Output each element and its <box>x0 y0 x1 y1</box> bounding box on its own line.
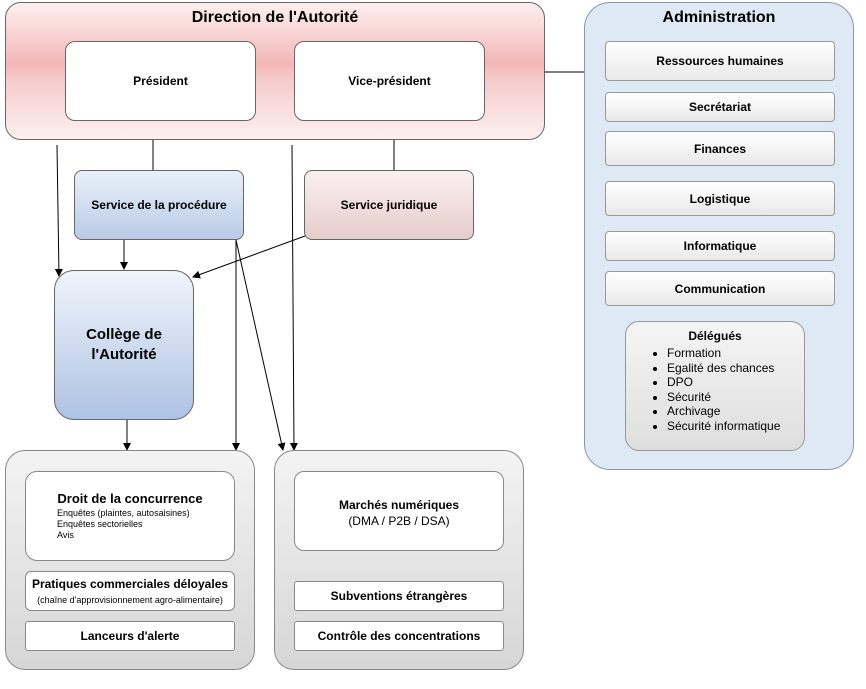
lanceurs-alerte-box: Lanceurs d'alerte <box>25 621 235 651</box>
admin-item-communication: Communication <box>605 271 835 306</box>
administration-box: Administration Ressources humaines Secré… <box>584 2 854 470</box>
president-box: Président <box>65 41 256 121</box>
delegues-list: Formation Egalité des chances DPO Sécuri… <box>626 346 780 433</box>
left-group-box: Droit de la concurrence Enquêtes (plaint… <box>5 450 255 670</box>
delegues-item: Sécurité informatique <box>667 419 780 434</box>
delegues-title: Délégués <box>688 329 742 343</box>
admin-item-ressources-humaines: Ressources humaines <box>605 41 835 81</box>
subventions-etrangeres-box: Subventions étrangères <box>294 581 504 611</box>
arrow-procedure-right-group <box>235 239 286 451</box>
delegues-item: DPO <box>667 375 780 390</box>
admin-item-finances: Finances <box>605 131 835 166</box>
arrow-direction-right-group <box>289 144 298 451</box>
droit-line: Enquêtes sectorielles <box>57 519 143 529</box>
arrow-direction-college <box>54 144 63 277</box>
pratiques-subtitle: (chaîne d'approvisionnement agro-aliment… <box>37 595 223 605</box>
college-line-2: l'Autorité <box>91 346 157 363</box>
droit-concurrence-title: Droit de la concurrence <box>57 491 203 506</box>
right-group-box: Marchés numériques (DMA / P2B / DSA) Sub… <box>274 450 524 670</box>
pratiques-title: Pratiques commerciales déloyales <box>31 577 229 591</box>
delegues-box: Délégués Formation Egalité des chances D… <box>625 321 805 451</box>
vice-president-box: Vice-président <box>294 41 485 121</box>
direction-title: Direction de l'Autorité <box>191 9 359 26</box>
droit-line: Enquêtes (plaintes, autosaisines) <box>57 508 190 518</box>
admin-item-informatique: Informatique <box>605 231 835 261</box>
delegues-item: Egalité des chances <box>667 361 780 376</box>
service-juridique-box: Service juridique <box>304 170 474 240</box>
marches-subtitle: (DMA / P2B / DSA) <box>348 514 450 528</box>
droit-line: Avis <box>57 530 74 540</box>
controle-concentrations-box: Contrôle des concentrations <box>294 621 504 651</box>
delegues-item: Formation <box>667 346 780 361</box>
marches-title: Marchés numériques <box>338 498 460 512</box>
admin-item-secretariat: Secrétariat <box>605 92 835 122</box>
administration-title: Administration <box>662 9 776 26</box>
delegues-item: Archivage <box>667 404 780 419</box>
delegues-item: Sécurité <box>667 390 780 405</box>
admin-item-logistique: Logistique <box>605 181 835 216</box>
service-procedure-box: Service de la procédure <box>74 170 244 240</box>
direction-box: Direction de l'Autorité Président Vice-p… <box>5 2 545 140</box>
droit-concurrence-details: Enquêtes (plaintes, autosaisines) Enquêt… <box>57 508 190 541</box>
pratiques-commerciales-box: Pratiques commerciales déloyales (chaîne… <box>25 571 235 611</box>
arrow-juridique-college <box>192 235 306 279</box>
marches-numeriques-box: Marchés numériques (DMA / P2B / DSA) <box>294 471 504 551</box>
college-line-1: Collège de <box>86 326 162 343</box>
droit-concurrence-box: Droit de la concurrence Enquêtes (plaint… <box>25 471 235 561</box>
college-box: Collège de l'Autorité <box>54 270 194 420</box>
